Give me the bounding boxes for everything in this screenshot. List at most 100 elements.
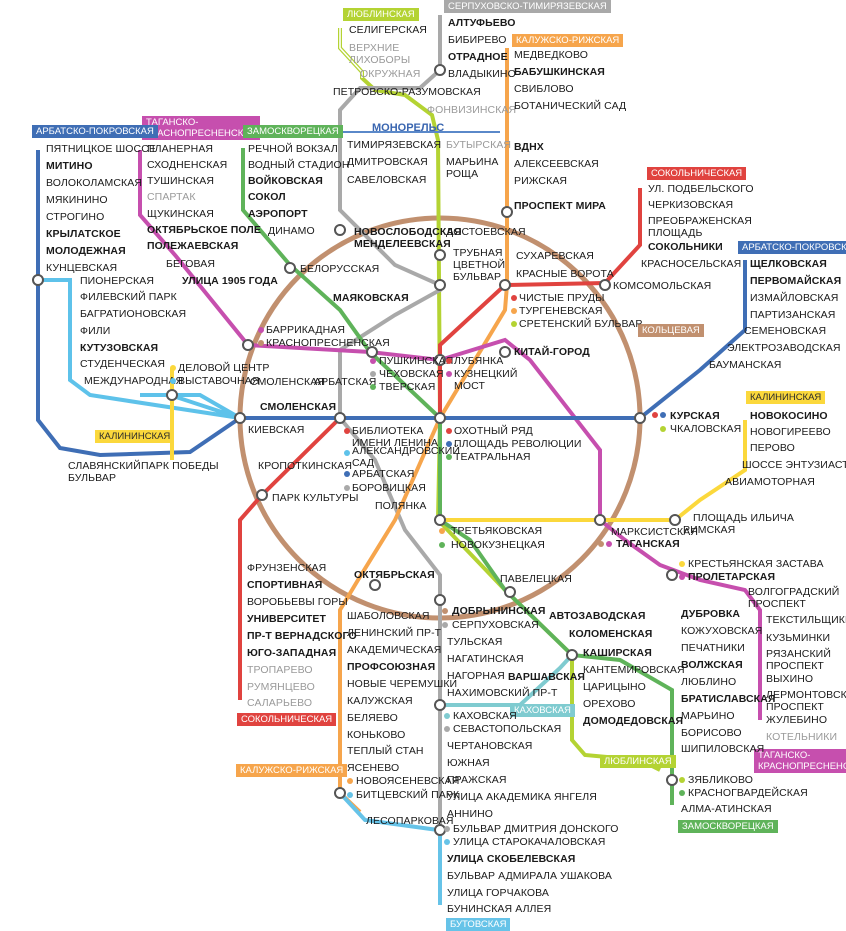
- station-voykovskaya[interactable]: ВОЙКОВСКАЯ: [248, 175, 323, 187]
- station-serpukhovskaya[interactable]: СЕРПУХОВСКАЯ: [452, 619, 539, 631]
- station-slavyansky[interactable]: СЛАВЯНСКИЙ БУЛЬВАР: [68, 460, 141, 484]
- station-botanichesky[interactable]: БОТАНИЧЕСКИЙ САД: [514, 100, 627, 112]
- station-avtozavodskaya[interactable]: АВТОЗАВОДСКАЯ: [549, 610, 646, 622]
- station-studencheskaya[interactable]: СТУДЕНЧЕСКАЯ: [80, 358, 166, 370]
- station-turgenevskaya[interactable]: ТУРГЕНЕВСКАЯ: [519, 305, 603, 317]
- station-chertanovskaya[interactable]: ЧЕРТАНОВСКАЯ: [447, 740, 533, 752]
- station-lyublino[interactable]: ЛЮБЛИНО: [681, 676, 737, 688]
- station-shchukinskaya[interactable]: ЩУКИНСКАЯ: [147, 208, 214, 220]
- station-timiryazevskaya[interactable]: ТИМИРЯЗЕВСКАЯ: [347, 139, 442, 151]
- station-park-kultury[interactable]: ПАРК КУЛЬТУРЫ: [272, 492, 359, 504]
- station-sokolniki[interactable]: СОКОЛЬНИКИ: [648, 241, 723, 253]
- station-maryino[interactable]: МАРЬИНО: [681, 710, 735, 722]
- station-yangelya[interactable]: УЛИЦА АКАДЕМИКА ЯНГЕЛЯ: [447, 791, 597, 803]
- station-krasnoselskaya[interactable]: КРАСНОСЕЛЬСКАЯ: [641, 258, 742, 270]
- station-vorobyovy[interactable]: ВОРОБЬЕВЫ ГОРЫ: [247, 596, 348, 608]
- station-vdnkh[interactable]: ВДНХ: [514, 141, 544, 153]
- station-orekhovo[interactable]: ОРЕХОВО: [583, 698, 636, 710]
- station-filyovsky-park[interactable]: ФИЛЕВСКИЙ ПАРК: [80, 291, 177, 303]
- station-polyanka[interactable]: ПОЛЯНКА: [375, 500, 427, 512]
- station-bulvar-donskogo[interactable]: БУЛЬВАР ДМИТРИЯ ДОНСКОГО: [453, 823, 619, 835]
- station-vodny[interactable]: ВОДНЫЙ СТАДИОН: [248, 159, 350, 171]
- station-molodyozhnaya[interactable]: МОЛОДЕЖНАЯ: [46, 245, 126, 257]
- station-oktyabrskaya[interactable]: ОКТЯБРЬСКАЯ: [354, 569, 435, 581]
- station-universitet[interactable]: УНИВЕРСИТЕТ: [247, 613, 327, 625]
- station-vykhino[interactable]: ВЫХИНО: [766, 673, 814, 685]
- station-preobrazhenskaya[interactable]: ПРЕОБРАЖЕНСКАЯ ПЛОЩАДЬ: [648, 215, 752, 239]
- station-yuzhnaya[interactable]: ЮЖНАЯ: [447, 757, 490, 769]
- station-nakhimovsky[interactable]: НАХИМОВСКИЙ ПР-Т: [447, 687, 558, 699]
- station-dubrovka[interactable]: ДУБРОВКА: [681, 608, 741, 620]
- station-ushakova[interactable]: БУЛЬВАР АДМИРАЛА УШАКОВА: [447, 870, 612, 882]
- station-rumyantsevo[interactable]: РУМЯНЦЕВО: [247, 681, 315, 693]
- station-prospekt-mira[interactable]: ПРОСПЕКТ МИРА: [514, 200, 606, 212]
- station-cherkizovskaya[interactable]: ЧЕРКИЗОВСКАЯ: [648, 199, 734, 211]
- station-krasnopresnenskaya[interactable]: КРАСНОПРЕСНЕНСКАЯ: [266, 337, 390, 349]
- station-vystavochnaya[interactable]: ВЫСТАВОЧНАЯ: [178, 375, 260, 387]
- station-lubyanka[interactable]: ЛУБЯНКА: [454, 355, 504, 367]
- station-polezhaevskaya[interactable]: ПОЛЕЖАЕВСКАЯ: [147, 240, 239, 252]
- station-smolenskaya-upper[interactable]: СМОЛЕНСКАЯ: [250, 376, 326, 388]
- station-zyablikovo[interactable]: ЗЯБЛИКОВО: [688, 774, 754, 786]
- station-barrikadnaya[interactable]: БАРРИКАДНАЯ: [266, 324, 346, 336]
- station-ul-podbelskogo[interactable]: УЛ. ПОДБЕЛЬСКОГО: [648, 183, 754, 195]
- station-mayakovskaya[interactable]: МАЯКОВСКАЯ: [333, 292, 409, 304]
- station-ploshchad-rev[interactable]: ПЛОЩАДЬ РЕВОЛЮЦИИ: [454, 438, 582, 450]
- station-salaryevo[interactable]: САЛАРЬЕВО: [247, 697, 313, 709]
- station-frunzenskaya[interactable]: ФРУНЗЕНСКАЯ: [247, 562, 327, 574]
- station-bratislavskaya[interactable]: БРАТИСЛАВСКАЯ: [681, 693, 776, 705]
- station-tretyakovskaya[interactable]: ТРЕТЬЯКОВСКАЯ: [451, 525, 543, 537]
- station-bittsevsky[interactable]: БИТЦЕВСКИЙ ПАРК: [356, 789, 460, 801]
- station-akademicheskaya[interactable]: АКАДЕМИЧЕСКАЯ: [347, 644, 442, 656]
- station-vladykino[interactable]: ВЛАДЫКИНО: [448, 68, 516, 80]
- station-pushkinskaya[interactable]: ПУШКИНСКАЯ: [379, 355, 454, 367]
- station-annino[interactable]: АННИНО: [447, 808, 494, 820]
- station-kuntsevskaya[interactable]: КУНЦЕВСКАЯ: [46, 262, 118, 274]
- station-tushinskaya[interactable]: ТУШИНСКАЯ: [147, 175, 215, 187]
- station-rimskaya[interactable]: РИМСКАЯ: [683, 524, 736, 536]
- station-kantemirovskaya[interactable]: КАНТЕМИРОВСКАЯ: [583, 664, 685, 676]
- station-aleksandrovsky[interactable]: АЛЕКСАНДРОВСКИЙ САД: [352, 445, 461, 469]
- station-dobryninskaya[interactable]: ДОБРЫНИНСКАЯ: [452, 605, 546, 617]
- station-novoyasenevskaya[interactable]: НОВОЯСЕНЕВСКАЯ: [356, 775, 460, 787]
- station-verkhnie-likhobory[interactable]: ВЕРХНИЕ ЛИХОБОРЫ: [349, 42, 411, 66]
- station-konkovo[interactable]: КОНЬКОВО: [347, 729, 406, 741]
- station-seligerskaya[interactable]: СЕЛИГЕРСКАЯ: [349, 24, 427, 36]
- station-kakhovskaya[interactable]: КАХОВСКАЯ: [453, 710, 517, 722]
- station-borisovo[interactable]: БОРИСОВО: [681, 727, 742, 739]
- station-sokol[interactable]: СОКОЛ: [248, 191, 286, 203]
- station-domodedovskaya[interactable]: ДОМОДЕДОВСКАЯ: [583, 715, 684, 727]
- station-biblioteka[interactable]: БИБЛИОТЕКА ИМЕНИ ЛЕНИНА: [352, 425, 439, 449]
- station-sportivnaya[interactable]: СПОРТИВНАЯ: [247, 579, 323, 591]
- station-belorusskaya[interactable]: БЕЛОРУССКАЯ: [300, 263, 380, 275]
- station-shosse-entuziastov[interactable]: ШОССЕ ЭНТУЗИАСТОВ: [742, 459, 846, 471]
- station-teatralnaya[interactable]: ТЕАТРАЛЬНАЯ: [454, 451, 531, 463]
- station-myakinino[interactable]: МЯКИНИНО: [46, 194, 108, 206]
- station-vernadskogo[interactable]: ПР-Т ВЕРНАДСКОГО: [247, 630, 357, 642]
- station-starokachalovskaya[interactable]: УЛИЦА СТАРОКАЧАЛОВСКАЯ: [453, 836, 606, 848]
- station-tulskaya[interactable]: ТУЛЬСКАЯ: [447, 636, 503, 648]
- station-yasenevo[interactable]: ЯСЕНЕВО: [347, 762, 400, 774]
- station-proletarskaya[interactable]: ПРОЛЕТАРСКАЯ: [688, 571, 776, 583]
- station-perovo[interactable]: ПЕРОВО: [750, 442, 795, 454]
- station-tyoply-stan[interactable]: ТЕПЛЫЙ СТАН: [347, 745, 424, 757]
- station-planernaya[interactable]: ПЛАНЕРНАЯ: [147, 143, 214, 155]
- station-tsvetnoy[interactable]: ЦВЕТНОЙ БУЛЬВАР: [453, 259, 506, 283]
- station-shipilovskaya[interactable]: ШИПИЛОВСКАЯ: [681, 743, 765, 755]
- station-otradnoe[interactable]: ОТРАДНОЕ: [448, 51, 508, 63]
- station-partizanskaya[interactable]: ПАРТИЗАНСКАЯ: [750, 309, 836, 321]
- station-paveletskaya[interactable]: ПАВЕЛЕЦКАЯ: [500, 573, 572, 585]
- station-buninskaya[interactable]: БУНИНСКАЯ АЛЛЕЯ: [447, 903, 552, 915]
- station-kuznetsky-most[interactable]: КУЗНЕЦКИЙ МОСТ: [454, 368, 518, 392]
- station-lesoparkovaya[interactable]: ЛЕСОПАРКОВАЯ: [366, 815, 454, 827]
- station-krasnogvardeyskaya[interactable]: КРАСНОГВАРДЕЙСКАЯ: [688, 787, 808, 799]
- station-kurskaya[interactable]: КУРСКАЯ: [670, 410, 720, 422]
- station-kotelniki[interactable]: КОТЕЛЬНИКИ: [766, 731, 838, 743]
- station-prazhskaya[interactable]: ПРАЖСКАЯ: [447, 774, 507, 786]
- station-pionerskaya[interactable]: ПИОНЕРСКАЯ: [80, 275, 155, 287]
- station-nagatinskaya[interactable]: НАГАТИНСКАЯ: [447, 653, 524, 665]
- station-aviamotornaya[interactable]: АВИАМОТОРНАЯ: [725, 476, 815, 488]
- station-sukharevskaya[interactable]: СУХАРЕВСКАЯ: [516, 250, 594, 262]
- station-dmitrovskaya[interactable]: ДМИТРОВСКАЯ: [347, 156, 428, 168]
- station-kozhukhovskaya[interactable]: КОЖУХОВСКАЯ: [681, 625, 763, 637]
